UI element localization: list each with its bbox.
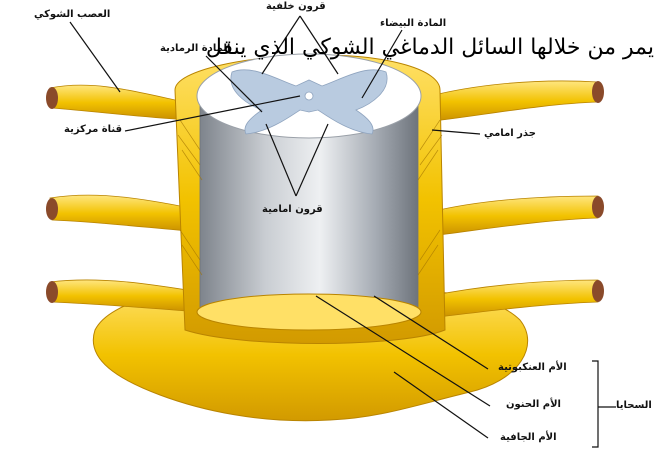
label-spinal-nerve: العصب الشوكي bbox=[34, 10, 110, 20]
label-central-canal: قناة مركزية bbox=[64, 125, 122, 135]
label-meninges: السحايا bbox=[616, 401, 652, 411]
central-canal-dot bbox=[305, 92, 313, 100]
overlay-caption: يمر من خلالها السائل الدماغي الشوكي الذي… bbox=[60, 36, 654, 60]
label-ventral-root: جذر امامي bbox=[484, 129, 536, 139]
label-ventral-horns: قرون امامية bbox=[262, 205, 323, 215]
label-dorsal-horns: قرون خلفية bbox=[266, 2, 326, 12]
label-arachnoid: الأم العنكبوتية bbox=[498, 363, 567, 373]
pia-mater-band bbox=[197, 294, 421, 330]
label-pia-mater: الأم الحنون bbox=[506, 400, 561, 410]
label-white-matter: المادة البيضاء bbox=[380, 19, 446, 29]
label-dura-mater: الأم الجافية bbox=[500, 433, 557, 443]
